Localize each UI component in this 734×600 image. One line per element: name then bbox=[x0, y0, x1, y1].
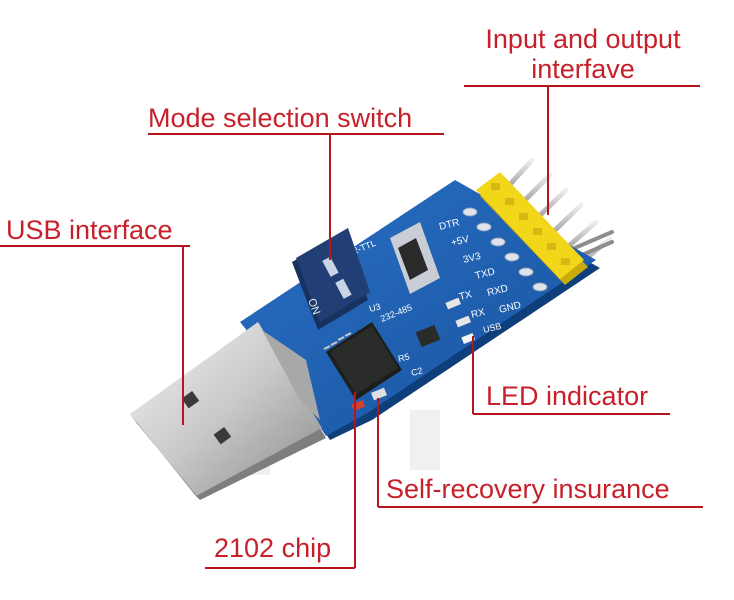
led-indicator-label: LED indicator bbox=[486, 381, 649, 411]
pcb-silkscreen: DTR +5V 3V3 TXD RXD GND 232-TTL 232-485 … bbox=[342, 217, 522, 378]
ref-u3: U3 bbox=[368, 301, 382, 313]
ref-r5: R5 bbox=[397, 351, 411, 363]
pin-pads bbox=[462, 207, 548, 292]
led-label-usb: USB bbox=[482, 321, 502, 335]
ref-c2: C2 bbox=[410, 365, 424, 377]
led-label-tx: TX bbox=[458, 289, 473, 303]
io-interface-label: Input and output interfave bbox=[468, 24, 698, 84]
mode-switch: ON bbox=[292, 228, 370, 330]
led-label-rx: RX bbox=[470, 307, 486, 321]
pcb-board bbox=[240, 180, 600, 440]
chip-label: 2102 chip bbox=[214, 533, 332, 563]
pin-label-dtr: DTR bbox=[438, 217, 461, 233]
pin-label-3v3: 3V3 bbox=[462, 251, 482, 266]
cp2102-chip bbox=[323, 322, 402, 400]
pin-header bbox=[476, 172, 588, 285]
pin-label-rxd: RXD bbox=[486, 283, 509, 299]
usb-connector bbox=[130, 322, 326, 500]
mode-switch-label: Mode selection switch bbox=[148, 103, 413, 133]
pin-label-5v: +5V bbox=[450, 234, 471, 249]
self-recovery-label: Self-recovery insurance bbox=[386, 474, 670, 504]
components bbox=[351, 297, 476, 411]
slide-switch bbox=[390, 222, 440, 294]
switch-on-label: ON bbox=[305, 297, 322, 317]
io-label-line2: interfave bbox=[531, 54, 635, 84]
leader-lines bbox=[0, 85, 703, 569]
pin-label-gnd: GND bbox=[498, 300, 522, 316]
pin-label-txd: TXD bbox=[474, 266, 496, 282]
io-label-line1: Input and output bbox=[485, 24, 681, 54]
usb-interface-label: USB interface bbox=[6, 215, 173, 245]
